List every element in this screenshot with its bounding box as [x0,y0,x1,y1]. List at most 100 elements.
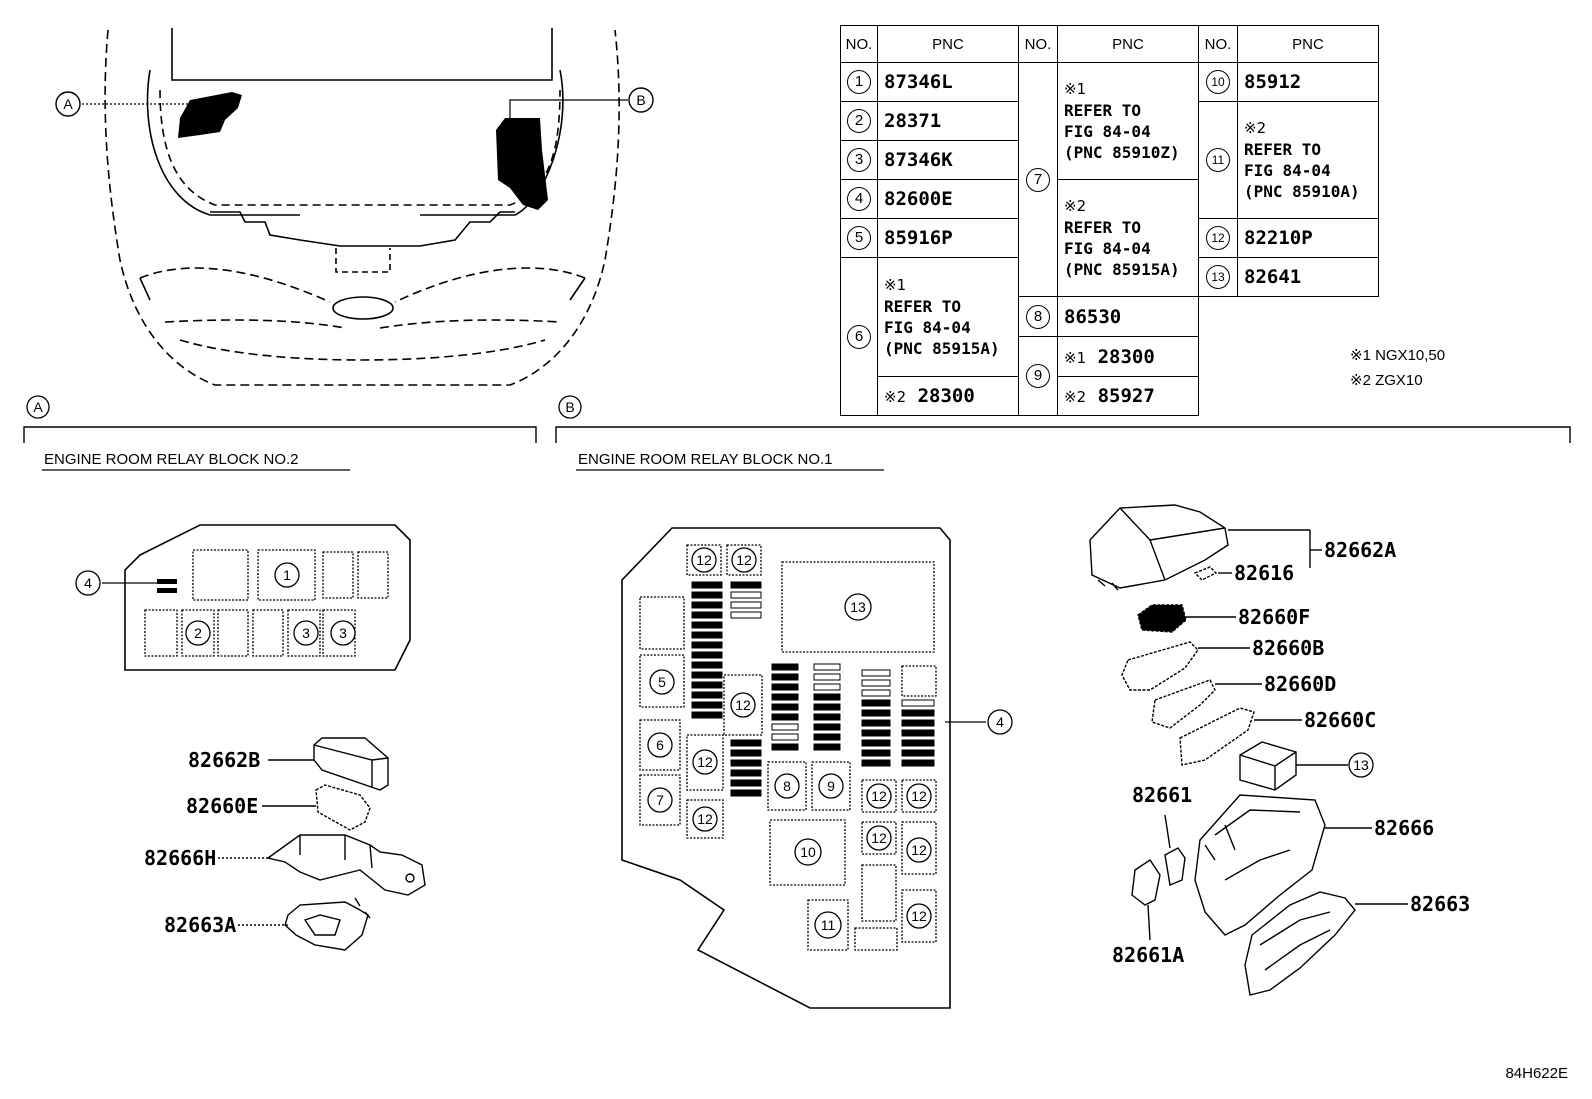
block1-callout-5: 5 [658,674,666,690]
row-no-5: 5 [847,226,871,250]
fuse [813,743,841,751]
table-row: 6 ※1 REFER TO FIG 84-04 (PNC 85915A) 13 … [840,257,1379,416]
table-row: ※2 28300 ※2 85927 [841,376,1379,416]
row-7-a3: (PNC 85910Z) [1064,143,1180,162]
row-7-a2: FIG 84-04 [1064,122,1151,141]
block1-callout-12d: 12 [697,754,713,770]
relay-block-no2: 4 1 2 3 3 [75,524,411,671]
fuse [901,699,935,707]
fuse [901,709,935,717]
header-pnc-1: PNC [877,25,1019,63]
block1-callout-12f: 12 [871,788,887,804]
fuse [730,749,762,757]
row-no-6: 6 [847,324,871,349]
row-no-1: 1 [847,70,871,94]
part-82616-label: 82616 [1234,561,1294,585]
row-9-mark-1: ※1 [1064,348,1087,367]
row-pnc-12: 82210P [1237,218,1379,258]
part-82662a-label: 82662A [1324,538,1396,562]
fuse [730,759,762,767]
fuse [771,743,799,751]
row-pnc-10: 85912 [1237,62,1379,102]
row-7-mark-1: ※1 [1064,80,1087,98]
fuse [691,661,723,669]
fuse [813,733,841,741]
fuse [771,673,799,681]
parts-b-labels: 82662A 82616 82660F 82660B 82660D 82660C… [1112,538,1470,967]
fuse [730,769,762,777]
fuse [901,739,935,747]
part-82660c-label: 82660C [1304,708,1376,732]
row-pnc-3: 87346K [877,140,1019,180]
row-no-2: 2 [847,109,871,133]
row-11-mark: ※2 [1244,119,1267,137]
block1-callout-8: 8 [783,778,791,794]
part-82666-label: 82666 [1374,816,1434,840]
block2-callout-3a: 3 [302,625,310,641]
row-6-mark-2: ※2 [884,388,907,406]
fuse [861,709,891,717]
figure-id: 84H622E [1505,1065,1568,1082]
block1-callout-12c: 12 [735,697,751,713]
block1-callout-12a: 12 [696,552,712,568]
fuse [691,711,723,719]
block1-callout-12g: 12 [911,788,927,804]
fuse-array [691,581,935,797]
fuse [771,723,799,731]
row-9-pnc-1: ※1 28300 [1057,336,1199,377]
table-row: 9 ※1 28300 [841,336,1379,416]
header-pnc-3: PNC [1237,25,1379,63]
header-no-3: NO. [1198,25,1238,63]
fuse [691,591,723,599]
fuse [771,713,799,721]
part-13-callout: 13 [1348,752,1374,778]
block1-callout-7: 7 [656,792,664,808]
block2-callout-1: 1 [283,567,291,583]
block1-callout-10: 10 [800,844,816,860]
fuse [691,621,723,629]
header-no-2: NO. [1018,25,1058,63]
part-13-label: 13 [1353,757,1369,773]
row-6-mark-1: ※1 [884,276,907,294]
block1-callout-11: 11 [821,917,836,933]
part-82660e-label: 82660E [186,794,258,818]
pnc-table: NO. PNC NO. PNC NO. PNC 1 87346L 7 ※1 RE… [840,25,1379,416]
row-11-line1: REFER TO [1244,140,1322,159]
row-6-line2: FIG 84-04 [884,318,971,337]
table-row: 1 87346L 7 ※1 REFER TO FIG 84-04 (PNC 85… [840,62,1379,297]
fuse [771,693,799,701]
section-b-bracket: B ENGINE ROOM RELAY BLOCK NO.1 [555,395,1571,471]
block1-callout-9: 9 [827,778,835,794]
fuse [691,681,723,689]
table-row: 5 85916P 12 82210P [840,218,1379,258]
fuse [813,663,841,671]
row-no-3: 3 [847,148,871,172]
parts-b [1089,504,1408,996]
relay-block-no1: 12 12 13 5 6 7 12 12 12 8 9 12 12 12 12 … [621,527,1013,1009]
fuse [813,703,841,711]
row-7-b1: REFER TO [1064,218,1142,237]
fuse [771,733,799,741]
part-82660d-label: 82660D [1264,672,1336,696]
part-82666h-label: 82666H [144,846,216,870]
fuse [730,779,762,787]
fuse [691,631,723,639]
row-7-mark-2: ※2 [1064,197,1087,215]
fuse [730,591,762,599]
block1-callout-12h: 12 [871,830,887,846]
parts-a-labels: 82662B 82660E 82666H 82663A [144,748,260,937]
fuse [901,759,935,767]
header-no-1: NO. [840,25,878,63]
block1-callout-13: 13 [850,599,866,615]
fuse [691,601,723,609]
row-7-note-2: ※2 REFER TO FIG 84-04 (PNC 85915A) [1057,179,1199,297]
block1-callout-12e: 12 [697,811,713,827]
fuse [861,689,891,697]
row-pnc-2: 28371 [877,101,1019,141]
fuse [813,713,841,721]
row-pnc-5: 85916P [877,218,1019,258]
row-11-note: ※2 REFER TO FIG 84-04 (PNC 85910A) [1237,101,1379,219]
part-82661-label: 82661 [1132,783,1192,807]
fuse [771,663,799,671]
fuse [861,669,891,677]
